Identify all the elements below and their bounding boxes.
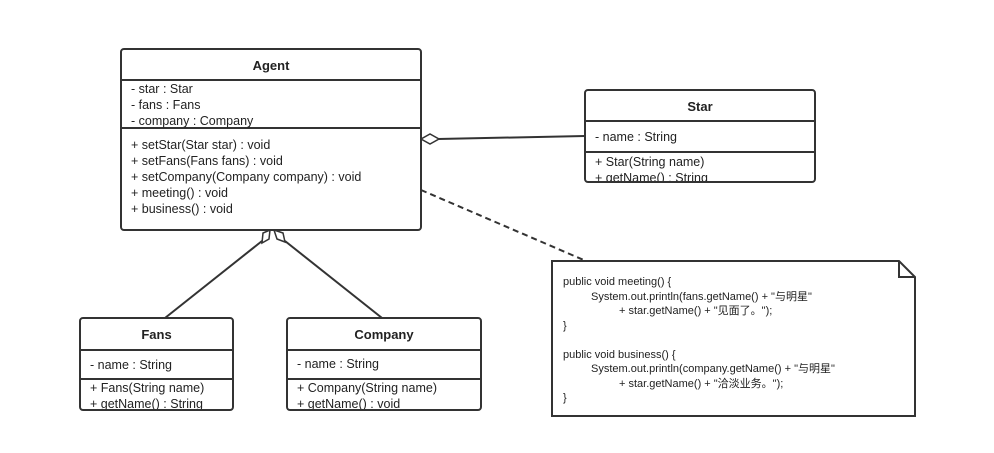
company-class[interactable]: Company - name : String + Company(String… bbox=[286, 317, 482, 411]
company-method: + getName() : void bbox=[297, 397, 401, 411]
fans-attributes: - name : String bbox=[81, 351, 232, 380]
agent-attribute: - company : Company bbox=[131, 114, 254, 128]
note-line: public void meeting() { bbox=[563, 276, 672, 288]
fans-method: + getName() : String bbox=[90, 397, 203, 411]
agent-attribute: - fans : Fans bbox=[131, 98, 201, 112]
note-connector-dashed bbox=[420, 189, 587, 262]
note-text: public void meeting() { System.out.print… bbox=[563, 275, 835, 406]
agent-star-aggregation-line bbox=[437, 135, 586, 140]
company-methods: + Company(String name) + getName() : voi… bbox=[288, 380, 480, 411]
note-fold-corner bbox=[898, 261, 915, 278]
agent-method: + setCompany(Company company) : void bbox=[131, 170, 362, 184]
star-class[interactable]: Star - name : String + Star(String name)… bbox=[584, 89, 816, 183]
note-line: System.out.println(fans.getName() + "与明星… bbox=[591, 290, 812, 303]
star-methods: + Star(String name) + getName() : String bbox=[586, 153, 814, 183]
note-line: + star.getName() + "见面了。"); bbox=[619, 305, 773, 317]
agent-company-aggregation-line bbox=[284, 240, 383, 319]
note-line: System.out.println(company.getName() + "… bbox=[591, 363, 835, 375]
star-method: + getName() : String bbox=[595, 171, 708, 183]
agent-methods: + setStar(Star star) : void + setFans(Fa… bbox=[122, 129, 420, 217]
agent-attributes: - star : Star - fans : Fans - company : … bbox=[122, 81, 420, 129]
agent-method: + meeting() : void bbox=[131, 186, 228, 200]
agent-method: + setStar(Star star) : void bbox=[131, 138, 271, 152]
star-method: + Star(String name) bbox=[595, 155, 705, 169]
agent-method: + setFans(Fans fans) : void bbox=[131, 154, 283, 168]
fans-method: + Fans(String name) bbox=[90, 381, 205, 395]
agent-star-aggregation-diamond bbox=[419, 133, 441, 145]
agent-company-aggregation-diamond bbox=[272, 228, 287, 244]
star-attributes: - name : String bbox=[586, 122, 814, 153]
fans-class-name: Fans bbox=[81, 319, 232, 351]
company-attribute: - name : String bbox=[297, 357, 379, 371]
agent-fans-aggregation-diamond bbox=[261, 228, 271, 245]
fans-class[interactable]: Fans - name : String + Fans(String name)… bbox=[79, 317, 234, 411]
fans-methods: + Fans(String name) + getName() : String bbox=[81, 380, 232, 411]
company-class-name: Company bbox=[288, 319, 480, 351]
agent-class[interactable]: Agent - star : Star - fans : Fans - comp… bbox=[120, 48, 422, 231]
agent-attribute: - star : Star bbox=[131, 82, 193, 96]
note-line: } bbox=[563, 319, 567, 332]
note-line: + star.getName() + "洽淡业务。"); bbox=[619, 377, 784, 390]
agent-class-name: Agent bbox=[122, 50, 420, 81]
star-attribute: - name : String bbox=[595, 130, 677, 144]
note-line bbox=[563, 333, 835, 348]
note-line: public void business() { bbox=[563, 348, 676, 361]
company-attributes: - name : String bbox=[288, 351, 480, 380]
note-shape bbox=[551, 260, 916, 417]
fans-attribute: - name : String bbox=[90, 358, 172, 372]
company-method: + Company(String name) bbox=[297, 381, 437, 395]
note-line: } bbox=[563, 392, 567, 404]
star-class-name: Star bbox=[586, 91, 814, 122]
agent-fans-aggregation-line bbox=[164, 240, 263, 319]
agent-method: + business() : void bbox=[131, 202, 233, 216]
